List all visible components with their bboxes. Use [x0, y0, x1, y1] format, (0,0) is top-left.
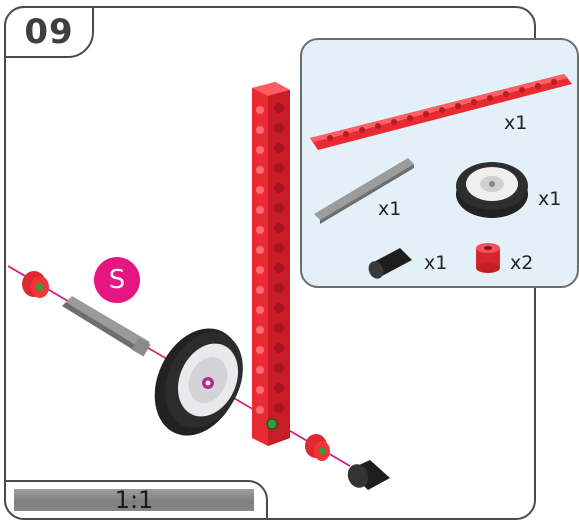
scale-label: 1:1	[115, 486, 154, 514]
part-red-beam-icon	[310, 74, 572, 150]
step-number: 09	[24, 12, 73, 52]
parts-panel: x1 x1 x1 x1 x2	[300, 38, 579, 288]
scale-bar: 1:1	[14, 489, 254, 511]
scale-indicator: 1:1	[4, 480, 268, 520]
qty-wheel: x1	[538, 188, 561, 210]
left-red-bushing	[22, 271, 49, 298]
qty-red-bushing: x2	[510, 252, 533, 274]
parts-illustration	[300, 38, 579, 288]
assembled-gray-axle	[62, 296, 151, 357]
qty-gray-axle: x1	[378, 198, 401, 220]
assembled-red-beam	[252, 82, 290, 446]
assembled-wheel	[138, 314, 258, 449]
part-black-connector-icon	[366, 248, 412, 281]
marker-label: S	[109, 265, 126, 295]
part-wheel-icon	[456, 162, 528, 218]
sensor-marker: S	[94, 257, 140, 303]
qty-black-connector: x1	[424, 252, 447, 274]
right-red-bushing	[305, 434, 330, 461]
black-connector	[344, 460, 390, 491]
step-number-badge: 09	[4, 6, 94, 58]
qty-red-beam: x1	[504, 112, 527, 134]
part-red-bushing-icon	[476, 243, 500, 273]
